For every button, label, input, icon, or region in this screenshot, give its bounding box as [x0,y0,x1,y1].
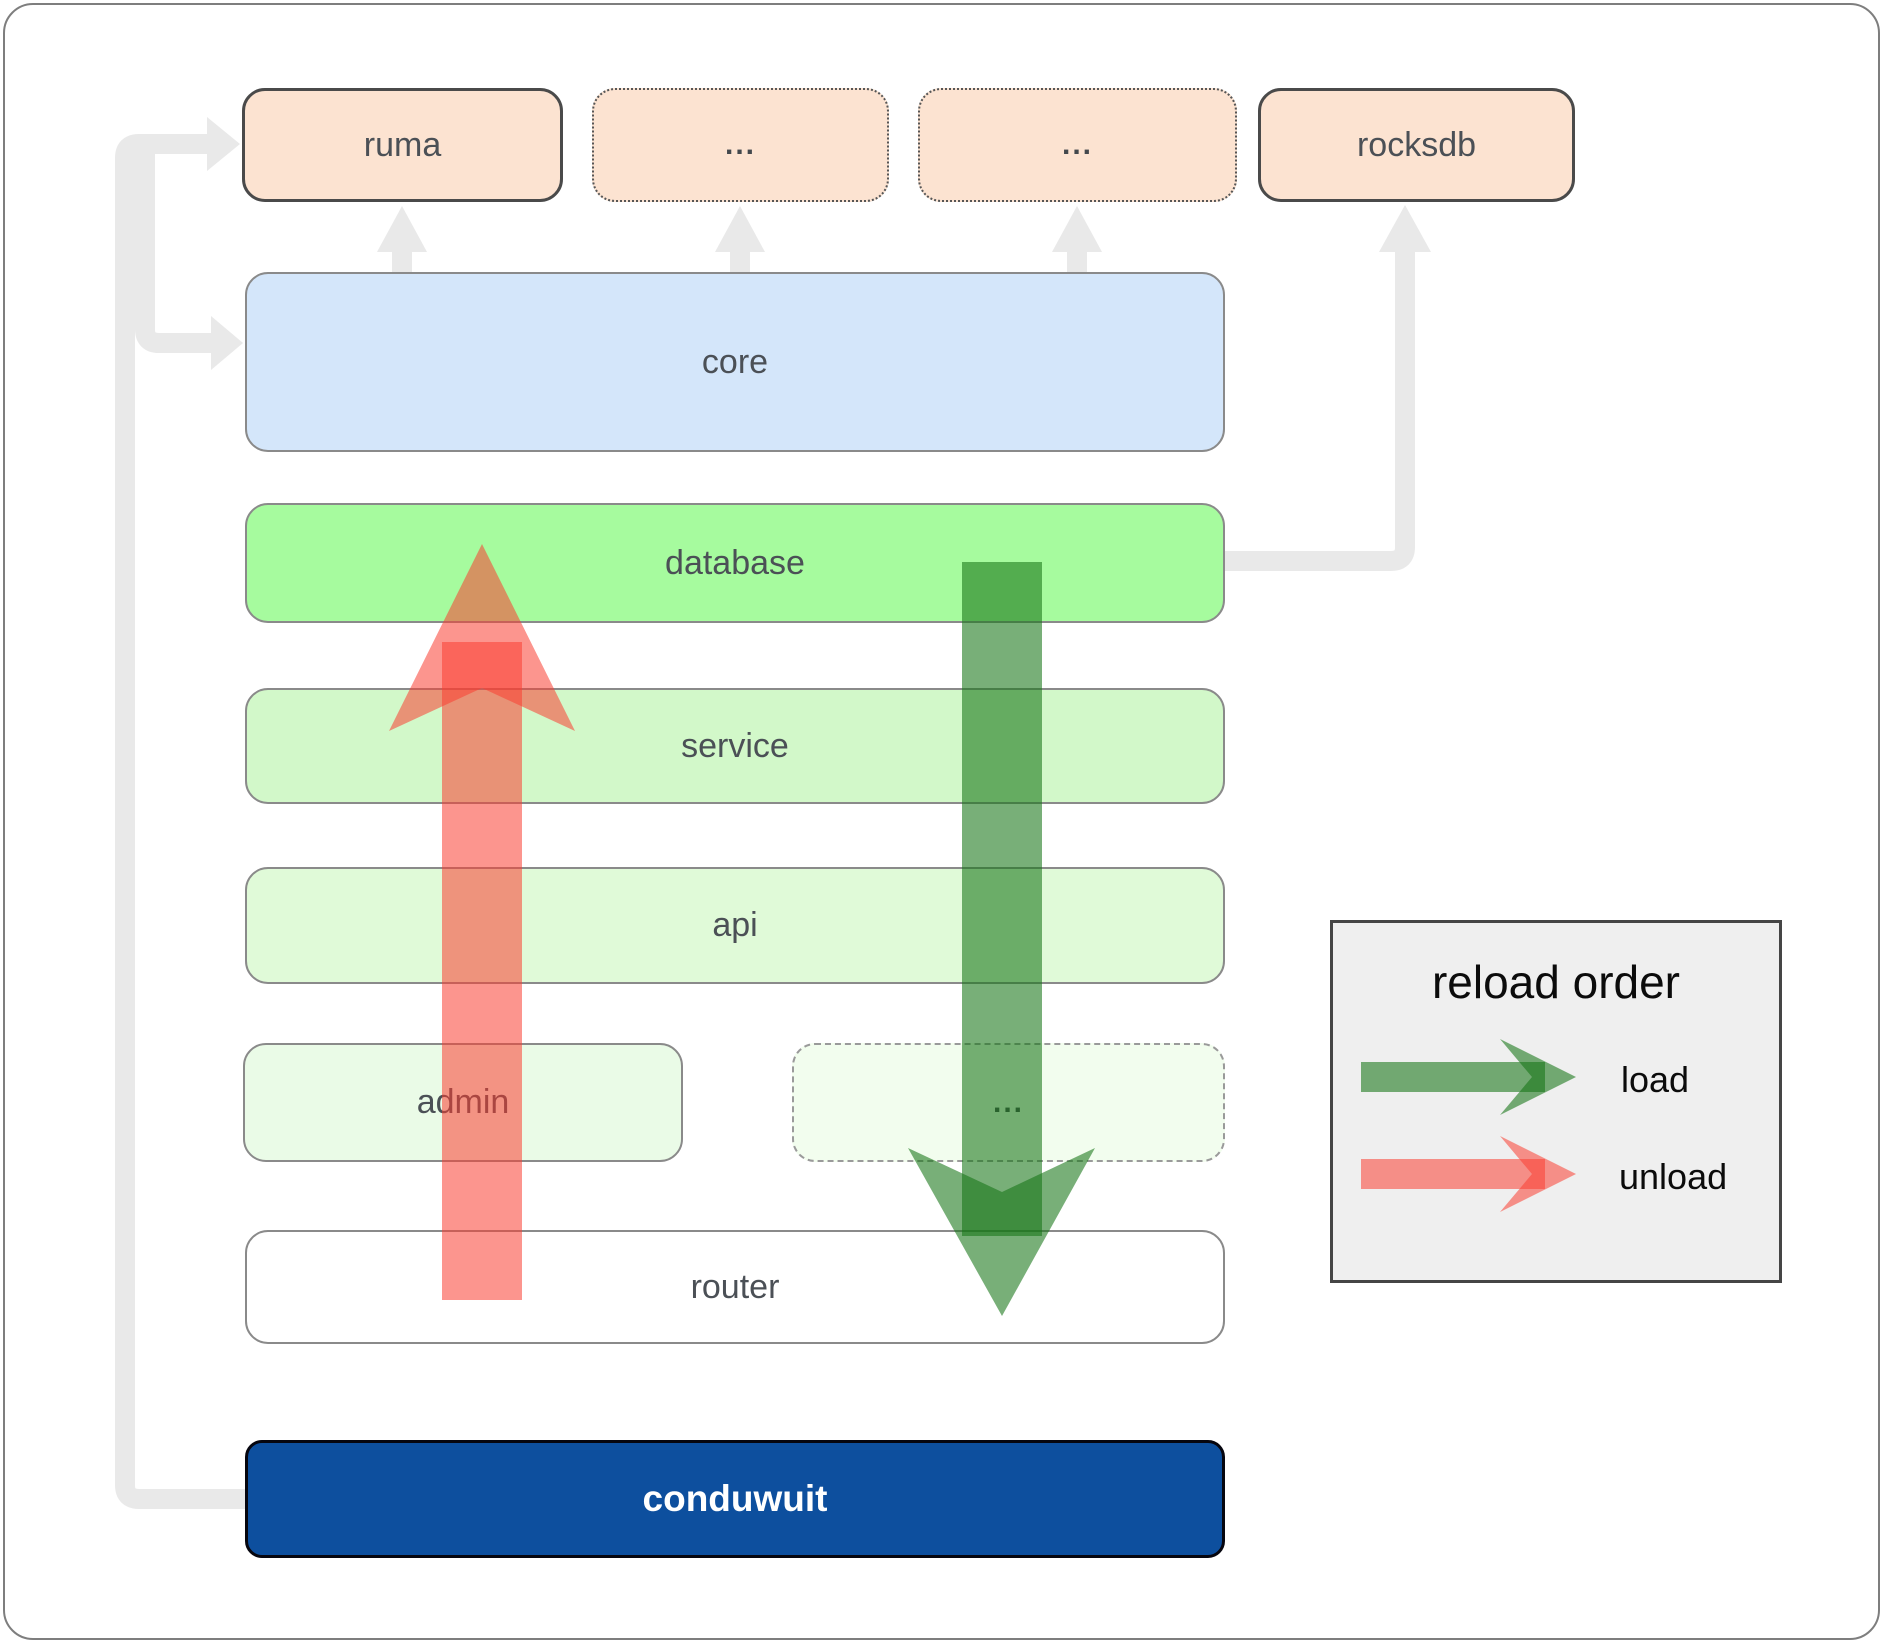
box-ruma: ruma [242,88,563,202]
box-ruma-label: ruma [363,125,442,164]
box-conduwuit: conduwuit [245,1440,1225,1558]
box-conduwuit-label: conduwuit [642,1478,828,1519]
legend: reload order load unload [1330,920,1782,1283]
box-admin: admin [243,1043,683,1162]
legend-unload-label: unload [1619,1156,1728,1197]
box-crate-b: ... [918,88,1237,202]
outer-frame [3,3,1880,1640]
box-core-label: core [701,342,769,381]
box-router: router [245,1230,1225,1344]
box-admin-label: admin [416,1083,510,1121]
box-api: api [245,867,1225,984]
box-services-more-label: ... [992,1085,1024,1119]
box-rocksdb-label: rocksdb [1356,125,1477,164]
legend-title: reload order [1431,956,1681,1008]
box-rocksdb: rocksdb [1258,88,1575,202]
box-services-more: ... [792,1043,1225,1162]
box-crate-a-label: ... [724,128,756,161]
box-crate-a: ... [592,88,889,202]
box-router-label: router [690,1267,780,1306]
box-database-label: database [665,543,805,582]
box-service: service [245,688,1225,804]
box-database: database [245,503,1225,623]
legend-load-label: load [1621,1059,1690,1100]
box-service-label: service [681,726,789,765]
box-api-label: api [712,906,758,944]
box-crate-b-label: ... [1061,128,1093,161]
box-core: core [245,272,1225,452]
